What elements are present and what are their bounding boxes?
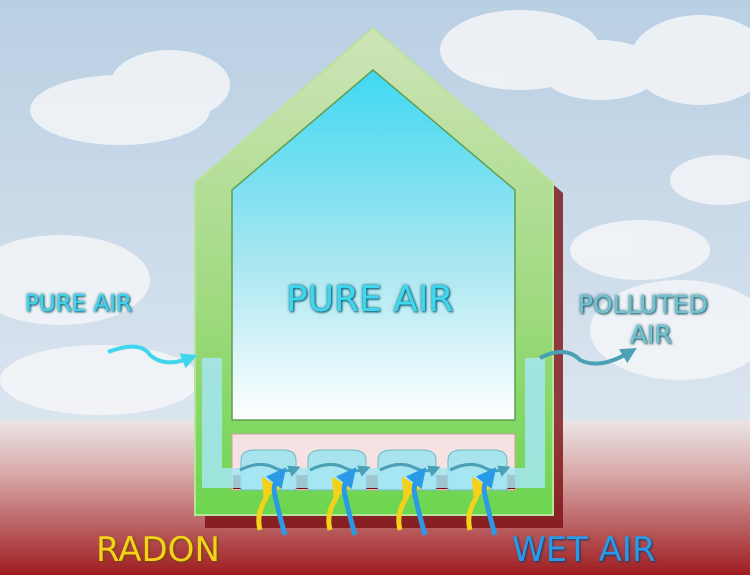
polluted-air-outflow-arrow (539, 347, 637, 366)
polluted-air-label-line2: AIR (630, 320, 672, 349)
pure-air-outside-label: PURE AIR (25, 291, 133, 317)
house-interior (231, 69, 516, 421)
ventilation-duct (202, 358, 545, 488)
radon-label: RADON (96, 530, 220, 570)
polluted-air-label-line1: POLLUTED (578, 290, 708, 319)
wet-air-label: WET AIR (512, 530, 656, 570)
wet-air-arrows (265, 467, 498, 536)
clouds (0, 10, 750, 415)
pure-air-inside-label: PURE AIR (286, 279, 454, 320)
pure-air-inflow-arrow (107, 344, 198, 369)
